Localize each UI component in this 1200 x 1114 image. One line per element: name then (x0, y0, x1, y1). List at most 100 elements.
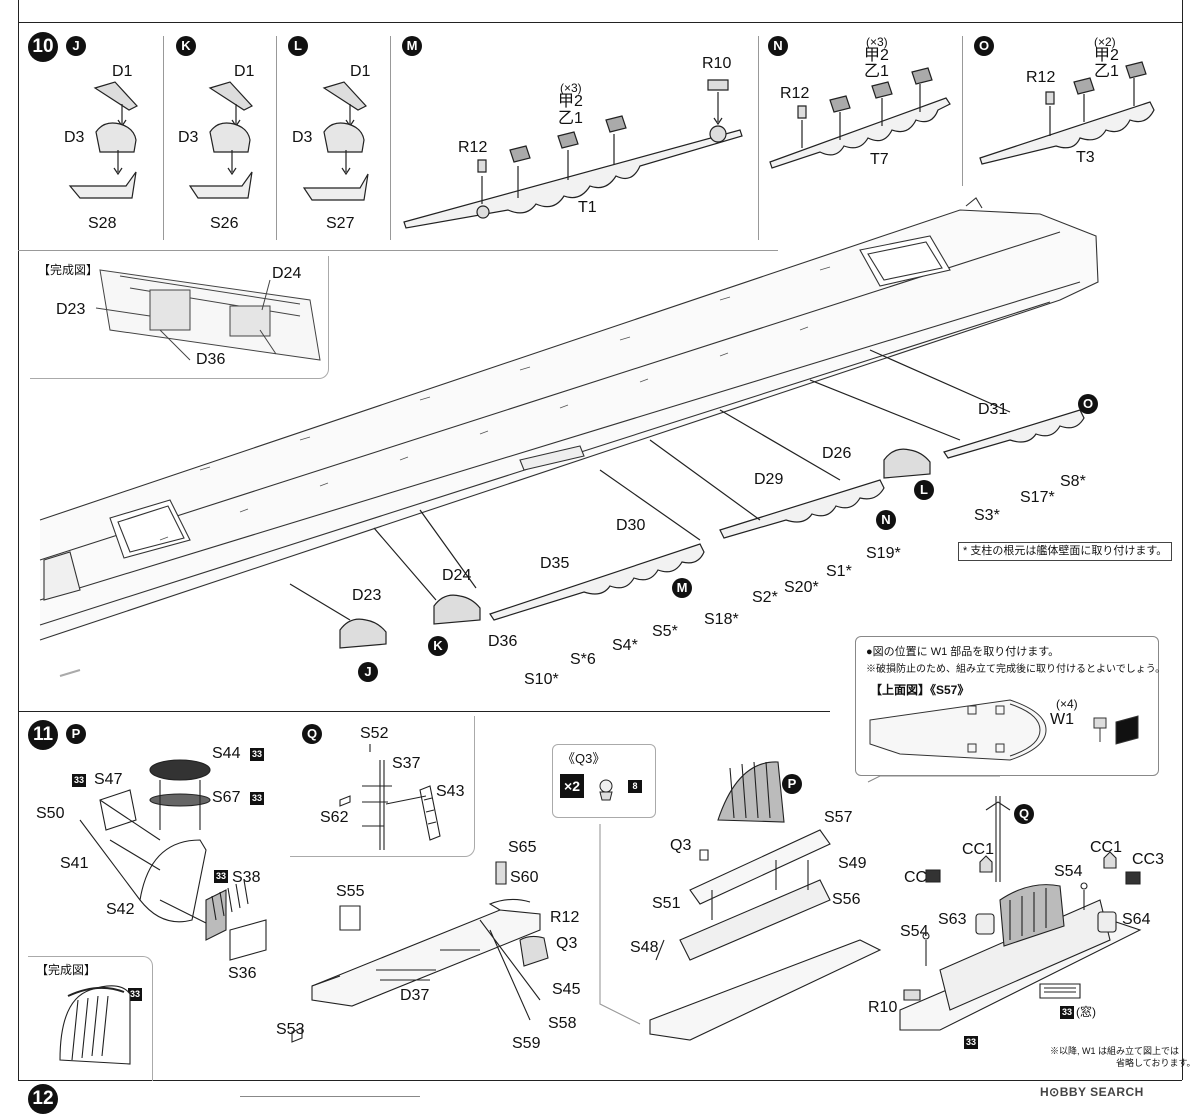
label-s26: S26 (210, 215, 239, 232)
divider (962, 36, 963, 186)
q-mast-box (290, 716, 475, 857)
label-s45: S45 (552, 981, 581, 998)
label-qty: (×2) (1094, 35, 1116, 49)
paint-8-badge: 8 (628, 780, 642, 793)
label-s64: S64 (1122, 911, 1151, 928)
label-r12: R12 (458, 139, 488, 156)
label-s67: S67 (212, 789, 241, 806)
label-d30: D30 (616, 517, 646, 534)
bottom-border (18, 1080, 1182, 1081)
label-d24: D24 (272, 265, 302, 282)
marker-l: L (914, 480, 934, 500)
label-d23: D23 (56, 301, 86, 318)
divider (758, 36, 759, 240)
label-mark1: 甲2 (1094, 47, 1119, 64)
divider (390, 36, 391, 240)
step-10-badge: 10 (28, 32, 58, 62)
step-divider (18, 711, 830, 712)
top-border (18, 22, 1182, 23)
divider (163, 36, 164, 240)
label-d3: D3 (64, 129, 85, 146)
label-r10: R10 (702, 55, 732, 72)
label-r12: R12 (550, 909, 580, 926)
label-d1: D1 (350, 63, 371, 80)
marker-o: O (1078, 394, 1098, 414)
label-s6: S*6 (570, 651, 596, 668)
sub-bottom-line (18, 250, 778, 251)
completed-view-box (30, 256, 329, 379)
right-border (1182, 0, 1183, 1080)
w1-top-view-title: 【上面図】《S57》 (870, 683, 970, 697)
label-d24-hull: D24 (442, 567, 472, 584)
label-s42: S42 (106, 901, 135, 918)
divider (276, 36, 277, 240)
label-s8: S8* (1060, 473, 1086, 490)
left-border (18, 0, 19, 1080)
watermark: H⊙BBY SEARCH (1040, 1085, 1144, 1099)
label-s36: S36 (228, 965, 257, 982)
q3-title: 《Q3》 (562, 751, 606, 766)
label-q3: Q3 (556, 935, 578, 952)
w1-qty: (×4) (1056, 697, 1078, 711)
label-s43: S43 (436, 783, 465, 800)
label-r10: R10 (868, 999, 898, 1016)
label-mark1: 甲2 (864, 47, 889, 64)
sub-q-marker: Q (302, 724, 322, 744)
marker-p: P (782, 774, 802, 794)
w1-note-line2: ※破損防止のため、組み立て完成後に取り付けるとよいでしょう。 (866, 664, 1166, 675)
label-t1: T1 (578, 199, 597, 216)
label-mark2: 乙1 (1094, 63, 1119, 80)
label-s62: S62 (320, 809, 349, 826)
label-s54-upper: S54 (1054, 863, 1083, 880)
label-window: (窓) (1076, 1005, 1096, 1019)
label-t3: T3 (1076, 149, 1095, 166)
label-s52: S52 (360, 725, 389, 742)
sub-p-marker: P (66, 724, 86, 744)
label-q3-right: Q3 (670, 837, 692, 854)
sub-l-marker: L (288, 36, 308, 56)
w1-note-box (855, 636, 1159, 776)
label-s54-lower: S54 (900, 923, 929, 940)
marker-q: Q (1014, 804, 1034, 824)
label-s47: S47 (94, 771, 123, 788)
completed-title: 【完成図】 (38, 263, 99, 277)
label-s38: S38 (232, 869, 261, 886)
label-s57: S57 (824, 809, 853, 826)
marker-m: M (672, 578, 692, 598)
paint-33-badge: 33 (128, 988, 142, 1001)
label-s10: S10* (524, 671, 559, 688)
label-mark2: 乙1 (558, 110, 583, 127)
w1-label: W1 (1050, 711, 1074, 728)
label-cc1-right: CC1 (1090, 839, 1123, 856)
note-strut: * 支柱の根元は艦体壁面に取り付けます。 (958, 542, 1173, 561)
label-cc1-left: CC1 (962, 841, 995, 858)
label-s53: S53 (276, 1021, 305, 1038)
label-d23-hull: D23 (352, 587, 382, 604)
label-d31: D31 (978, 401, 1008, 418)
q3-box (552, 744, 656, 818)
label-s51: S51 (652, 895, 681, 912)
label-s48: S48 (630, 939, 659, 956)
label-r12: R12 (1026, 69, 1056, 86)
label-d1: D1 (112, 63, 133, 80)
label-d29: D29 (754, 471, 784, 488)
label-s44: S44 (212, 745, 241, 762)
paint-33-badge: 33 (250, 748, 264, 761)
label-d26: D26 (822, 445, 852, 462)
label-d3: D3 (178, 129, 199, 146)
completed-funnel-box (28, 956, 153, 1081)
label-mark1: 甲2 (558, 93, 583, 110)
label-d36: D36 (196, 351, 226, 368)
marker-j: J (358, 662, 378, 682)
label-s4: S4* (612, 637, 638, 654)
footnote-line2: 省略しております。 (1116, 1058, 1196, 1068)
label-s60: S60 (510, 869, 539, 886)
paint-33-badge: 33 (214, 870, 228, 883)
paint-33-badge: 33 (964, 1036, 978, 1049)
label-s63: S63 (938, 911, 967, 928)
label-r12: R12 (780, 85, 810, 102)
label-s27: S27 (326, 215, 355, 232)
